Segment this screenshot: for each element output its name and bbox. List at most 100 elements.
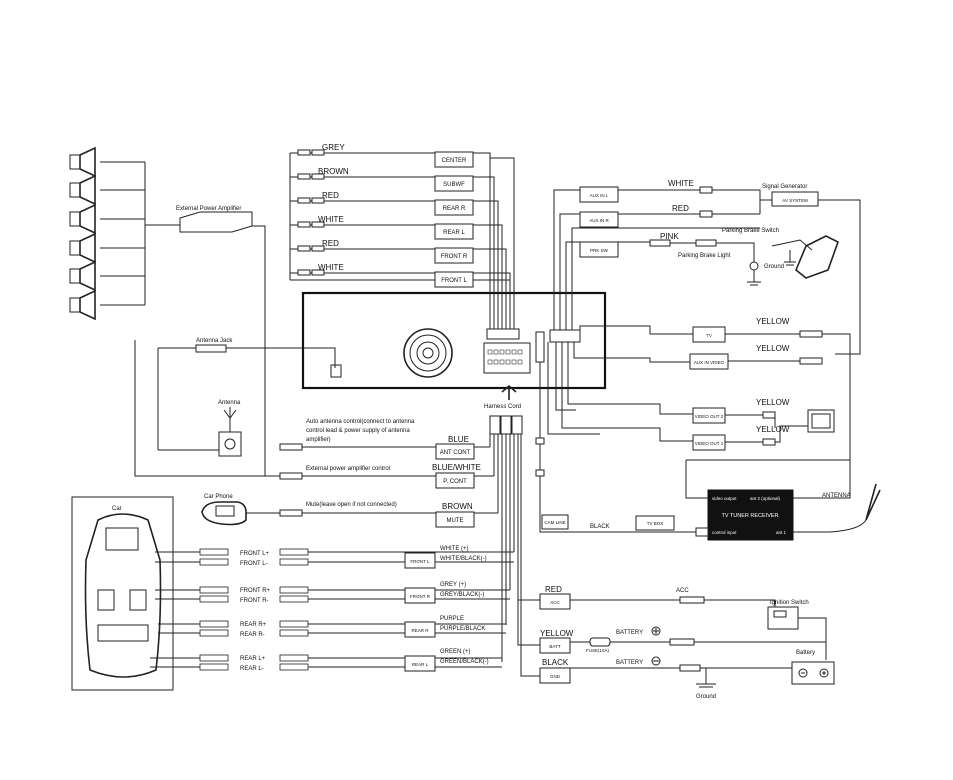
speaker-rear-l: REAR L+ REAR L- REAR L GREEN (+) GREEN/B…	[240, 649, 489, 672]
p-cont-wire: BLUE/WHITE	[432, 463, 481, 472]
signal-generator-label: Signal Generator	[762, 184, 807, 190]
batt-wire: YELLOW	[540, 629, 574, 638]
tuner-title: TV TUNER RECEIVER	[721, 513, 778, 519]
tv-box: TV	[706, 333, 712, 338]
tuner-control-input: control input	[712, 530, 737, 535]
right-top-wires: AUX IN L WHITE AUX IN R RED PRK SW PINK	[553, 179, 761, 330]
output-subwf-wire: BROWN	[318, 167, 349, 176]
ext-amp-control-note: External power amplifier control	[306, 466, 390, 472]
video-out-1: VIDEO OUT 1 YELLOW	[692, 425, 808, 451]
tv-input: TV YELLOW	[692, 317, 851, 499]
car-phone: Car Phone	[201, 494, 247, 526]
video-out-2-wire: YELLOW	[756, 398, 790, 407]
front-l-pos-label: FRONT L+	[240, 551, 270, 557]
output-front-r: FRONT R RED	[297, 239, 474, 264]
speaker-rear-r: REAR R+ REAR R- REAR R PURPLE PURPLE/BLA…	[240, 616, 485, 638]
tv-box-wire: BLACK	[590, 524, 610, 530]
front-l-neg-wire: WHITE/BLACK(-)	[440, 556, 487, 562]
tv-tuner: video output ant 2 (optional) TV TUNER R…	[685, 459, 881, 541]
video-out-1-box: VIDEO OUT 1	[695, 441, 724, 446]
prk-sw: PRK SW PINK	[579, 232, 755, 262]
antenna-jack: Antenna Jack	[157, 338, 336, 451]
rear-r-neg-label: REAR R-	[240, 632, 265, 638]
car-phone-label: Car Phone	[204, 494, 233, 500]
power-batt: BATT YELLOW FUSE(10A) BATTERY	[539, 626, 827, 660]
antenna-right-label: ANTENNA	[822, 493, 851, 499]
rear-l-pos-wire: GREEN (+)	[440, 649, 471, 655]
auto-antenna-note-2: control lead & power supply of antenna	[306, 428, 410, 434]
harness-cord-label: Harness Cord	[484, 404, 521, 410]
ant-cont-box: ANT CONT	[440, 450, 471, 456]
aux-in-video: AUX IN VIDEO YELLOW	[689, 344, 823, 370]
fuse-label: FUSE(10A)	[586, 648, 610, 653]
ext-amp-label: External Power Amplifier	[176, 206, 241, 212]
output-front-l: FRONT L WHITE	[297, 263, 474, 288]
acc-label: ACC	[676, 588, 689, 594]
signal-generator: Signal Generator AV SYSTEM	[760, 184, 861, 355]
mute-wire: BROWN	[442, 502, 473, 511]
aux-in-l-wire: WHITE	[668, 179, 694, 188]
output-front-l-box: FRONT L	[441, 278, 467, 284]
aux-in-video-box: AUX IN VIDEO	[694, 360, 725, 365]
output-front-r-wire: RED	[322, 239, 339, 248]
battery-pos-label: BATTERY	[616, 630, 643, 636]
antenna-left: Antenna	[218, 400, 242, 457]
battery-neg-label: BATTERY	[616, 660, 643, 666]
speaker-front-l: FRONT L+ FRONT L- FRONT L WHITE (+) WHIT…	[240, 546, 487, 569]
output-rear-l-wire: WHITE	[318, 215, 344, 224]
car-label: Car	[112, 506, 122, 512]
right-mid-wires: TV YELLOW AUX IN VIDEO YELLOW VIDEO OUT …	[547, 317, 851, 499]
rear-r-pos-wire: PURPLE	[440, 616, 464, 622]
ctrl-p-cont: P. CONT BLUE/WHITE	[279, 463, 494, 489]
rear-l-neg-label: REAR L-	[240, 666, 264, 672]
speaker-icon	[69, 174, 96, 206]
tv-wire: YELLOW	[756, 317, 790, 326]
harness-cord: Harness Cord	[484, 384, 523, 662]
aux-in-l: AUX IN L WHITE	[579, 179, 713, 203]
front-r-box: FRONT R	[410, 594, 431, 599]
left-control-wires: Auto antenna control(connect to antenna …	[246, 419, 498, 528]
auto-antenna-note-1: Auto antenna control(connect to antenna	[306, 419, 415, 425]
speaker-front-r: FRONT R+ FRONT R- FRONT R GREY (+) GREY/…	[240, 582, 484, 604]
speaker-icon	[69, 146, 96, 178]
auto-antenna-note-3: amplifier)	[306, 437, 331, 443]
rear-l-neg-wire: GREEN/BLACK(-)	[440, 659, 489, 665]
tuner-ant2: ant 2 (optional)	[750, 496, 781, 501]
output-center-wire: GREY	[322, 143, 345, 152]
ctrl-ant-cont: ANT CONT BLUE	[279, 435, 490, 460]
front-r-pos-label: FRONT R+	[240, 588, 271, 594]
tv-box-box: TV BOX	[647, 521, 664, 526]
tuner-video-output: video output	[712, 496, 737, 501]
parking-brake-switch-label: Parking Brake Switch	[722, 228, 779, 234]
av-system-label: AV SYSTEM	[782, 198, 808, 203]
output-rear-r: REAR R RED	[297, 191, 474, 216]
front-r-neg-wire: GREY/BLACK(-)	[440, 592, 484, 598]
ant-cont-wire: BLUE	[448, 435, 469, 444]
prk-sw-box: PRK SW	[590, 248, 609, 253]
power-acc: ACC RED ACC	[539, 585, 776, 615]
batt-box: BATT	[549, 644, 560, 649]
front-l-pos-wire: WHITE (+)	[440, 546, 469, 552]
output-center: CENTER GREY	[297, 143, 474, 168]
aux-in-l-box: AUX IN L	[590, 193, 609, 198]
gnd-box: GND	[550, 674, 561, 679]
front-l-box: FRONT L	[410, 559, 430, 564]
output-subwf-box: SUBWF	[443, 182, 465, 188]
aux-in-r-box: AUX IN R	[589, 218, 609, 223]
speaker-array	[69, 146, 180, 321]
rear-r-box: REAR R	[411, 628, 429, 633]
parking-brake: Parking Brake Switch Parking Brake Light…	[678, 228, 839, 286]
gnd-wire: BLACK	[542, 658, 569, 667]
p-cont-box: P. CONT	[443, 479, 467, 485]
battery-label: Battery	[796, 650, 815, 656]
tuner-wires: CAM LINE BLACK TV BOX	[535, 362, 696, 533]
front-l-neg-label: FRONT L-	[240, 561, 268, 567]
output-subwf: SUBWF BROWN	[297, 167, 474, 192]
antenna-left-label: Antenna	[218, 400, 241, 406]
prk-sw-wire: PINK	[660, 232, 679, 241]
aux-in-r-wire: RED	[672, 204, 689, 213]
front-r-pos-wire: GREY (+)	[440, 582, 466, 588]
ground-bottom-label: Ground	[696, 694, 716, 700]
acc-wire: RED	[545, 585, 562, 594]
